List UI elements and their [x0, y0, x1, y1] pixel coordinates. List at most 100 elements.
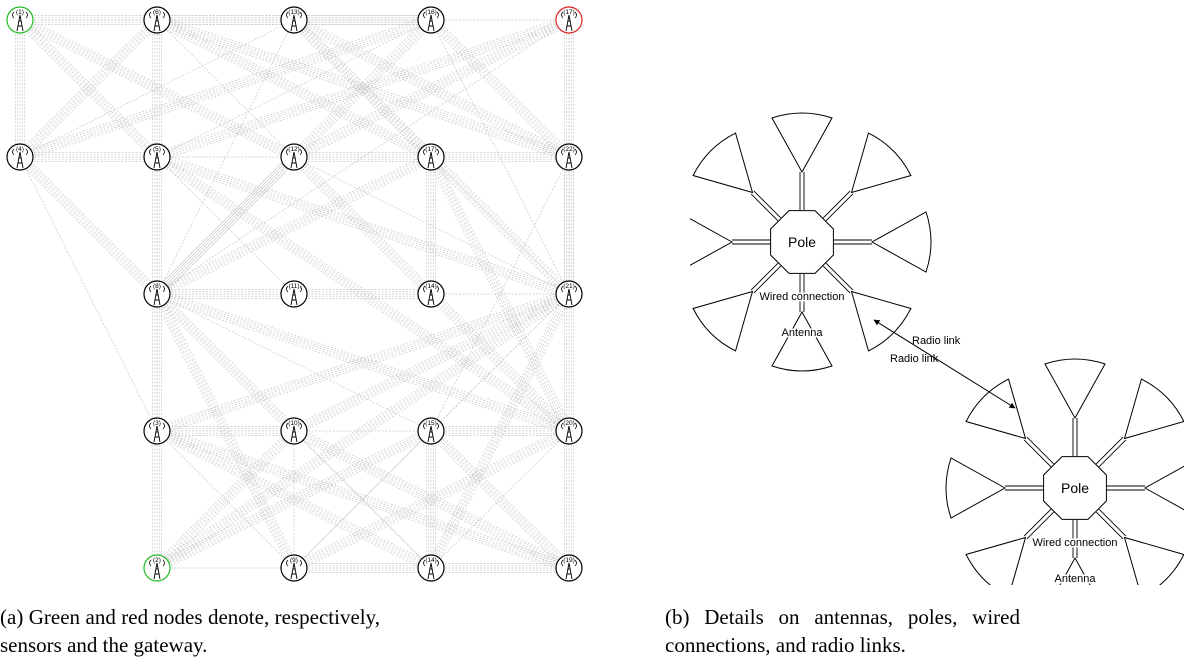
- node-label: (4): [16, 146, 24, 153]
- node-label: (17): [563, 9, 575, 16]
- link: [16, 16, 161, 161]
- nodes-layer: (1)(6)(13)(16)(17)(4)(5)(12)(17)(22)(8)(…: [6, 6, 583, 582]
- link: [152, 20, 162, 157]
- node-label: (14): [425, 283, 437, 290]
- node-label: (20): [563, 420, 575, 427]
- network-graph: (1)(6)(13)(16)(17)(4)(5)(12)(17)(22)(8)(…: [6, 6, 583, 582]
- node-label: (5): [153, 146, 161, 153]
- node-label: (14): [425, 557, 437, 564]
- link: [431, 426, 569, 436]
- wired-connection: [1107, 485, 1145, 491]
- caption-a: (a) Green and red nodes denote, respecti…: [0, 605, 380, 657]
- wired-connection: [1072, 520, 1078, 558]
- link: [430, 156, 570, 295]
- node-node: (16): [417, 6, 445, 34]
- node-node: (22): [555, 143, 583, 171]
- link: [564, 431, 574, 568]
- wired-connection: [750, 190, 782, 222]
- node-label: (21): [563, 283, 575, 290]
- link: [153, 153, 298, 298]
- antenna-sector: [771, 112, 833, 174]
- link: [154, 290, 572, 572]
- link: [294, 152, 431, 162]
- link: [155, 152, 571, 299]
- wired-connection: [822, 262, 854, 294]
- link: [291, 289, 572, 436]
- link: [431, 152, 569, 162]
- wired-connection: [799, 274, 805, 312]
- link: [291, 15, 572, 162]
- link: [19, 156, 158, 432]
- link: [152, 431, 162, 568]
- wired-connection: [1072, 418, 1078, 456]
- link: [294, 289, 431, 299]
- node-label: (13): [288, 9, 300, 16]
- node-sensor: (2): [143, 554, 171, 582]
- link: [564, 294, 574, 431]
- antenna-sector: [1059, 556, 1091, 585]
- node-node: (5): [143, 143, 171, 171]
- node-label: (1): [16, 9, 24, 16]
- node-node: (8): [143, 280, 171, 308]
- node-node: (6): [143, 6, 171, 34]
- link: [152, 294, 162, 431]
- pole-label: Pole: [1061, 480, 1089, 496]
- link: [20, 152, 157, 162]
- link: [153, 427, 298, 572]
- link: [20, 15, 431, 25]
- radio-link-label-upper: Radio link: [912, 335, 961, 347]
- node-node: (3): [143, 417, 171, 445]
- node-label: (10): [288, 420, 300, 427]
- wired-connection: [822, 190, 854, 222]
- wired-connection: [1023, 436, 1055, 468]
- wired-connection: [750, 262, 782, 294]
- link: [18, 15, 433, 162]
- antenna-label: Antenna: [782, 327, 824, 339]
- radio-link: Radio link Radio link: [873, 319, 1016, 409]
- pole: [770, 210, 834, 274]
- link: [157, 426, 294, 436]
- node-node: (10): [280, 417, 308, 445]
- wired-connection: [1095, 508, 1127, 540]
- node-label: (15): [425, 420, 437, 427]
- link: [427, 16, 573, 161]
- antenna-sector: [965, 536, 1027, 585]
- antenna-sector: [1044, 358, 1106, 420]
- link: [157, 15, 294, 25]
- link: [293, 430, 432, 569]
- antenna-sector: [965, 378, 1027, 440]
- radio-link-label-lower: Radio link: [890, 353, 939, 365]
- link: [430, 430, 570, 569]
- links-layer: [15, 15, 574, 573]
- pole-label: Pole: [788, 234, 816, 250]
- link: [430, 19, 570, 295]
- wired-connection: [834, 239, 872, 245]
- node-node: (11): [280, 280, 308, 308]
- node-node: (12): [280, 143, 308, 171]
- wired-connection: [799, 172, 805, 210]
- antenna-sector: [870, 211, 932, 273]
- link: [430, 156, 570, 432]
- radio-link-arrow: [873, 319, 1016, 409]
- node-node: (14): [417, 554, 445, 582]
- antenna-sector: [690, 218, 734, 266]
- link: [16, 153, 161, 298]
- antenna-sector: [1123, 378, 1184, 440]
- link: [156, 430, 295, 569]
- pole: [1043, 456, 1107, 520]
- node-node: (20): [555, 417, 583, 445]
- node-label: (11): [288, 283, 299, 290]
- link: [564, 157, 574, 294]
- wired-connection: [1023, 508, 1055, 540]
- antenna-sector: [692, 132, 754, 194]
- node-sensor: (1): [6, 6, 34, 34]
- link: [156, 19, 570, 295]
- node-label: (3): [153, 420, 161, 427]
- link: [426, 291, 574, 571]
- antenna-sector: [1143, 465, 1184, 511]
- antenna-sector: [850, 132, 912, 194]
- antenna-sector: [945, 457, 1007, 519]
